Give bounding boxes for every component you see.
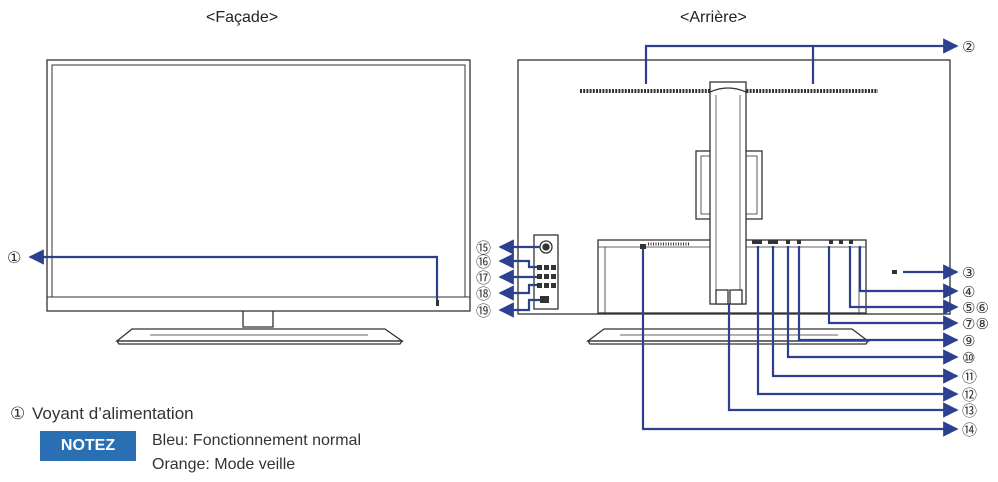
callout-17: ⑰ bbox=[476, 269, 491, 287]
legend-item-1-number: ① bbox=[10, 404, 26, 423]
callout-16: ⑯ bbox=[476, 253, 491, 271]
port-power bbox=[640, 244, 646, 249]
front-monitor bbox=[46, 59, 471, 345]
back-view-header: <Arrière> bbox=[680, 9, 747, 26]
port-audio bbox=[786, 240, 790, 244]
leader-13 bbox=[727, 304, 959, 418]
legend-item-1: ① Voyant d’alimentation bbox=[10, 404, 194, 424]
leader-10 bbox=[786, 246, 959, 365]
port-hdmi-2 bbox=[768, 240, 778, 244]
power-led bbox=[436, 300, 439, 306]
callout-7-8: ⑦⑧ bbox=[962, 315, 989, 333]
leader-11 bbox=[771, 246, 959, 384]
callout-14: ⑭ bbox=[962, 421, 977, 439]
callout-2: ② bbox=[962, 38, 975, 56]
leader-16 bbox=[498, 253, 537, 269]
front-stand-neck bbox=[242, 311, 274, 328]
callout-11: ⑪ bbox=[962, 368, 977, 386]
callout-18: ⑱ bbox=[476, 285, 491, 303]
front-view-header: <Façade> bbox=[206, 9, 279, 26]
leader-1 bbox=[28, 249, 439, 300]
callout-10: ⑩ bbox=[962, 349, 975, 367]
cable-clip bbox=[715, 289, 729, 305]
front-bezel bbox=[46, 59, 471, 312]
leader-78 bbox=[827, 246, 959, 331]
note-line-2: Orange: Mode veille bbox=[152, 456, 296, 473]
callout-5-6: ⑤⑥ bbox=[962, 299, 989, 317]
back-monitor bbox=[517, 59, 951, 345]
leader-9 bbox=[797, 246, 959, 348]
note-line-1: Bleu: Fonctionnement normal bbox=[152, 432, 361, 449]
leader-56 bbox=[848, 246, 959, 315]
leader-14 bbox=[641, 249, 959, 437]
leader-19 bbox=[498, 298, 540, 318]
legend-item-1-text: Voyant d’alimentation bbox=[32, 404, 194, 423]
port-a bbox=[829, 240, 833, 244]
kensington-slot bbox=[892, 270, 897, 274]
back-stand-column bbox=[709, 81, 747, 305]
callout-4: ④ bbox=[962, 283, 975, 301]
callout-19: ⑲ bbox=[476, 302, 491, 320]
note-badge: NOTEZ bbox=[40, 431, 136, 461]
callout-13: ⑬ bbox=[962, 402, 977, 420]
callout-3: ③ bbox=[962, 264, 975, 282]
leader-2 bbox=[644, 38, 959, 84]
port-hdmi-1 bbox=[752, 240, 762, 244]
leader-4 bbox=[858, 246, 959, 299]
callout-9: ⑨ bbox=[962, 332, 975, 350]
port-b bbox=[839, 240, 843, 244]
port-c bbox=[849, 240, 853, 244]
port-dc bbox=[797, 240, 801, 244]
callout-1: ① bbox=[7, 248, 21, 267]
leader-18 bbox=[498, 283, 537, 301]
callout-12: ⑫ bbox=[962, 386, 977, 404]
leader-12 bbox=[756, 246, 959, 402]
callout-15: ⑮ bbox=[476, 239, 491, 257]
